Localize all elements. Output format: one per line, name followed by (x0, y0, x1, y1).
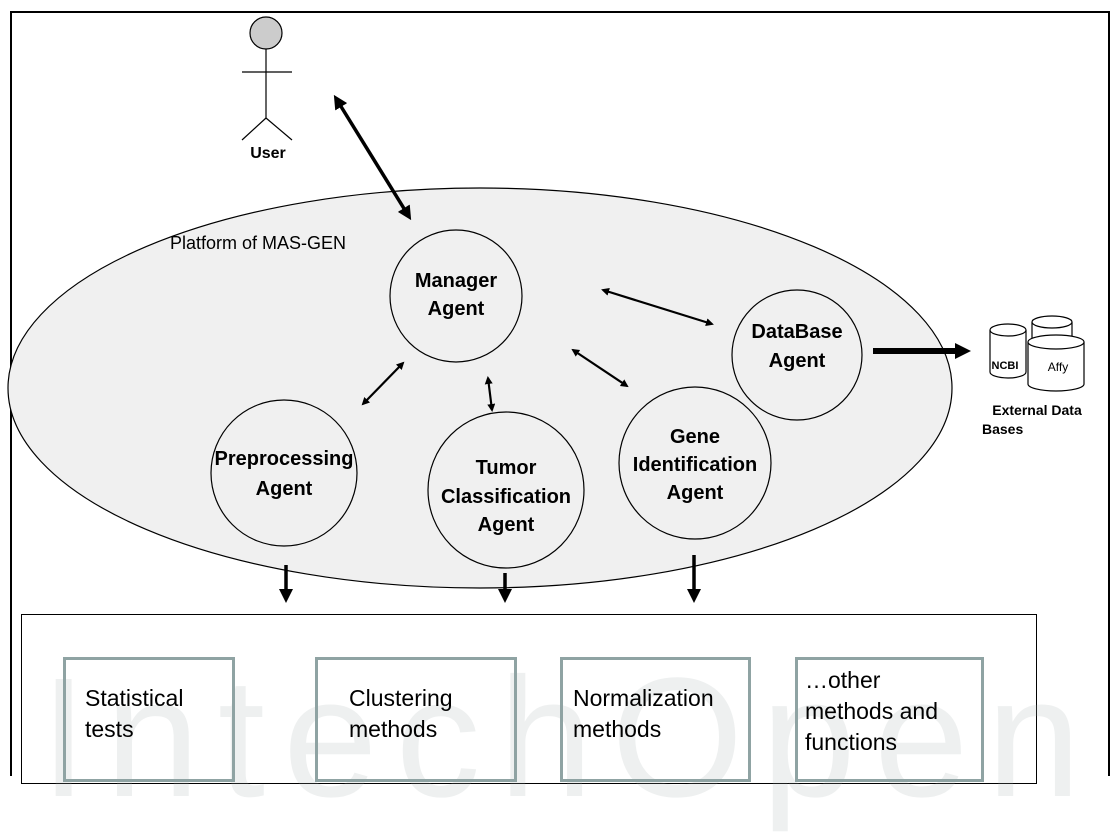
external-db-label-2: Bases (982, 421, 1023, 437)
tumor-agent-label-2: Classification (441, 486, 571, 508)
method-label-normalization: Normalization methods (573, 685, 714, 742)
user-label: User (250, 145, 286, 162)
database-agent-label-2: Agent (769, 350, 826, 372)
preprocessing-agent-label-1: Preprocessing (215, 448, 354, 470)
tumor-agent-circle (427, 411, 585, 569)
gene-agent-label-2: Identification (633, 454, 757, 476)
tumor-agent-label-1: Tumor (476, 457, 537, 479)
manager-agent-circle (389, 229, 523, 363)
preprocessing-agent-circle (210, 399, 358, 547)
manager-tumor-arrow (484, 376, 496, 412)
user-icon (241, 16, 293, 141)
gene-agent-label-3: Agent (667, 482, 724, 504)
diagram-canvas: User Platform of MAS-GEN Manager Agent D… (7, 16, 1085, 603)
diagram-stage: User Platform of MAS-GEN Manager Agent D… (7, 11, 1110, 833)
preprocessing-agent-label-2: Agent (256, 478, 313, 500)
gene-agent-circle (618, 386, 772, 540)
manager-database-arrow (601, 287, 714, 327)
user-manager-arrow (333, 94, 412, 221)
manager-agent-label-2: Agent (428, 298, 485, 320)
external-database-icon (989, 315, 1085, 392)
manager-preprocessing-arrow (361, 361, 405, 406)
external-db-affy-label: Affy (1048, 360, 1068, 374)
tumor-agent-label-3: Agent (478, 514, 535, 536)
method-label-clustering: Clustering methods (349, 685, 453, 742)
database-agent-circle (731, 289, 863, 421)
manager-agent-label-1: Manager (415, 270, 497, 292)
external-db-ncbi-label: NCBI (992, 360, 1019, 372)
platform-label: Platform of MAS-GEN (170, 233, 346, 253)
external-db-label-1: External Data (992, 402, 1082, 418)
manager-gene-arrow (571, 348, 629, 388)
gene-agent-label-1: Gene (670, 426, 720, 448)
method-label-statistical: Statistical tests (85, 685, 184, 742)
method-label-other: …other methods and functions (805, 667, 938, 755)
database-agent-label-1: DataBase (751, 321, 842, 343)
